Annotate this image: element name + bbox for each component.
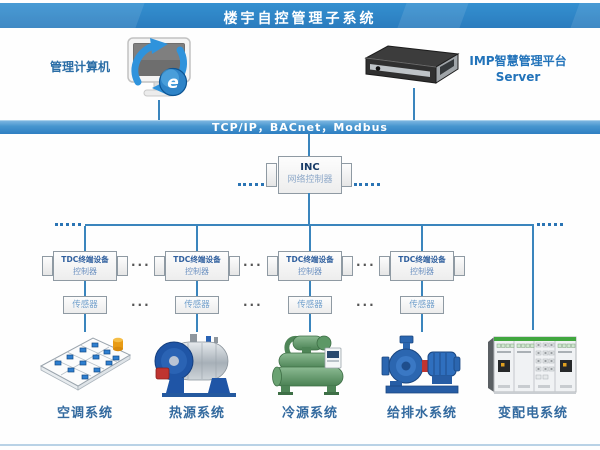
connector-line xyxy=(421,226,423,251)
tdc-label-line1: TDC终端设备 xyxy=(286,255,334,264)
connector-line xyxy=(308,193,310,226)
hvac-floorplan-icon xyxy=(39,337,132,391)
page-title: 楼宇自控管理子系统 xyxy=(223,11,377,27)
switchgear-icon xyxy=(488,336,577,394)
system-label-hvac: 空调系统 xyxy=(56,406,113,421)
tdc-label-line2: 控制器 xyxy=(185,267,209,276)
connector-line xyxy=(413,88,415,121)
connector-line xyxy=(309,226,311,251)
inc-title: INC xyxy=(300,162,320,173)
sensor-box: 传感器 xyxy=(63,296,107,314)
dotted-continuation xyxy=(55,223,81,226)
tdc-controller: TDC终端设备 控制器 xyxy=(390,251,454,281)
sensor-box: 传感器 xyxy=(400,296,444,314)
connector-line xyxy=(84,226,86,251)
footer-divider xyxy=(0,444,600,446)
tdc-ear xyxy=(379,256,390,276)
server-icon xyxy=(364,45,460,84)
tdc-ear xyxy=(342,256,353,276)
boiler-icon xyxy=(154,334,236,397)
ellipsis: ··· xyxy=(243,258,263,272)
connector-line xyxy=(309,314,311,332)
connector-line xyxy=(158,100,160,121)
tdc-controller: TDC终端设备 控制器 xyxy=(53,251,117,281)
tdc-ear xyxy=(454,256,465,276)
connector-line xyxy=(84,281,86,296)
dotted-continuation xyxy=(537,223,563,226)
management-computer-label: 管理计算机 xyxy=(50,60,111,74)
management-computer-icon: e xyxy=(127,37,191,97)
tdc-label-line1: TDC终端设备 xyxy=(173,255,221,264)
system-label-heat-source: 热源系统 xyxy=(168,406,225,421)
ellipsis: ··· xyxy=(356,298,376,312)
tdc-ear xyxy=(267,256,278,276)
tdc-label-line1: TDC终端设备 xyxy=(61,255,109,264)
ellipsis: ··· xyxy=(243,298,263,312)
inc-subtitle: 网络控制器 xyxy=(287,175,333,185)
tdc-controller: TDC终端设备 控制器 xyxy=(278,251,342,281)
inc-right-ear xyxy=(341,163,352,187)
ellipsis: ··· xyxy=(131,258,151,272)
inc-left-ear xyxy=(266,163,277,187)
tdc-ear xyxy=(154,256,165,276)
sensor-box: 传感器 xyxy=(175,296,219,314)
system-label-water-supply-drainage: 给排水系统 xyxy=(386,406,457,421)
network-protocol-label: TCP/IP，BACnet，Modbus xyxy=(212,121,388,134)
connector-line xyxy=(309,281,311,296)
dotted-continuation xyxy=(354,183,380,186)
tdc-ear xyxy=(42,256,53,276)
connector-line xyxy=(196,314,198,332)
dotted-continuation xyxy=(238,183,264,186)
header-bar xyxy=(0,3,600,28)
browser-e-glyph: e xyxy=(167,73,179,93)
tdc-ear xyxy=(229,256,240,276)
connector-line xyxy=(532,226,534,330)
sensor-box: 传感器 xyxy=(288,296,332,314)
server-label: IMP智慧管理平台 Server xyxy=(462,53,574,85)
connector-line xyxy=(196,281,198,296)
tdc-label-line1: TDC终端设备 xyxy=(398,255,446,264)
connector-line xyxy=(421,281,423,296)
inc-network-controller: INC 网络控制器 xyxy=(278,156,342,194)
tdc-ear xyxy=(117,256,128,276)
tdc-controller: TDC终端设备 控制器 xyxy=(165,251,229,281)
network-protocol-bar: TCP/IP，BACnet，Modbus xyxy=(0,120,600,134)
connector-line xyxy=(196,226,198,251)
system-label-cold-source: 冷源系统 xyxy=(281,406,338,421)
connector-line xyxy=(421,314,423,332)
tdc-label-line2: 控制器 xyxy=(410,267,434,276)
server-label-line1: IMP智慧管理平台 xyxy=(469,54,567,68)
connector-line xyxy=(84,314,86,332)
ellipsis: ··· xyxy=(131,298,151,312)
connector-line xyxy=(308,133,310,156)
tdc-label-line2: 控制器 xyxy=(73,267,97,276)
water-pump-icon xyxy=(381,335,461,394)
tdc-label-line2: 控制器 xyxy=(298,267,322,276)
system-label-power-distribution: 变配电系统 xyxy=(497,406,568,421)
chiller-icon xyxy=(272,335,344,395)
ellipsis: ··· xyxy=(356,258,376,272)
field-bus-line xyxy=(85,224,534,226)
server-label-line2: Server xyxy=(495,70,541,84)
